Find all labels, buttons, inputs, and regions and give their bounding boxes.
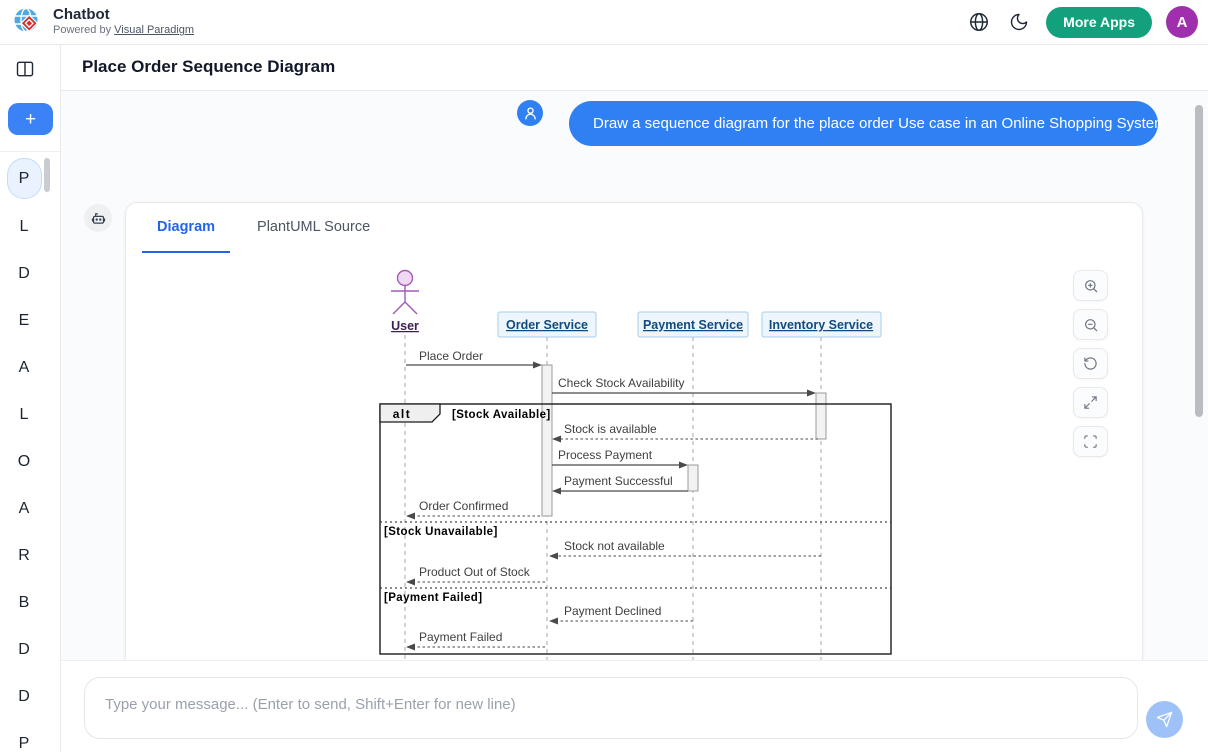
participant-label: Payment Service bbox=[643, 318, 743, 332]
brand: Chatbot Powered by Visual Paradigm bbox=[12, 6, 194, 37]
participant-label: Inventory Service bbox=[769, 318, 873, 332]
activation-inventory-service bbox=[815, 392, 827, 440]
message-label: Payment Successful bbox=[564, 474, 673, 488]
powered-by-prefix: Powered by bbox=[53, 24, 115, 37]
conversation-item[interactable]: D bbox=[18, 687, 30, 705]
diagram-card: Diagram PlantUML Source bbox=[125, 202, 1143, 660]
participant-box-payment-service bbox=[637, 311, 749, 338]
arrowhead bbox=[552, 487, 561, 495]
robot-icon bbox=[91, 212, 105, 224]
conversation-item[interactable]: L bbox=[19, 405, 29, 423]
new-chat-button[interactable]: + bbox=[8, 103, 53, 135]
conversation-item[interactable]: E bbox=[18, 311, 30, 329]
participant-label: Order Service bbox=[506, 318, 588, 332]
arrowhead bbox=[807, 389, 816, 397]
alt-guard-label: [Stock Unavailable] bbox=[384, 526, 498, 538]
message-label: Payment Declined bbox=[564, 604, 661, 618]
message-input-bar bbox=[60, 660, 1208, 752]
expand-icon[interactable] bbox=[1073, 387, 1108, 418]
zoom-out-icon[interactable] bbox=[1073, 309, 1108, 340]
chat-scrollbar[interactable] bbox=[1195, 105, 1203, 417]
message-label: Place Order bbox=[419, 349, 483, 363]
header-actions: More Apps A bbox=[966, 0, 1198, 44]
arrowhead bbox=[406, 643, 415, 651]
tab-plantuml-source[interactable]: PlantUML Source bbox=[257, 219, 371, 235]
message-label: Stock is available bbox=[564, 422, 657, 436]
arrowhead bbox=[549, 552, 558, 560]
person-icon bbox=[524, 106, 536, 119]
diagram-zoom-controls bbox=[1073, 270, 1108, 457]
tab-diagram[interactable]: Diagram bbox=[142, 203, 231, 253]
alt-fragment-box bbox=[379, 403, 892, 655]
top-header: Chatbot Powered by Visual Paradigm More … bbox=[0, 0, 1208, 45]
language-globe-icon[interactable] bbox=[966, 9, 992, 35]
alt-guard-label: [Payment Failed] bbox=[384, 592, 482, 604]
message-label: Product Out of Stock bbox=[419, 565, 531, 579]
more-apps-button[interactable]: More Apps bbox=[1046, 6, 1152, 38]
user-message-bubble: Draw a sequence diagram for the place or… bbox=[569, 101, 1167, 146]
participant-box-order-service bbox=[497, 311, 597, 338]
brand-text: Chatbot Powered by Visual Paradigm bbox=[53, 5, 194, 37]
alt-operator-pentagon bbox=[379, 403, 441, 423]
arrowhead bbox=[406, 512, 415, 520]
bot-avatar bbox=[84, 204, 112, 232]
activation-order-service bbox=[541, 364, 553, 517]
arrowhead bbox=[549, 617, 558, 625]
sidebar-scrollbar[interactable] bbox=[44, 158, 50, 192]
chat-area: Draw a sequence diagram for the place or… bbox=[60, 90, 1208, 660]
page-title: Place Order Sequence Diagram bbox=[82, 57, 336, 76]
send-button[interactable] bbox=[1146, 701, 1183, 738]
sidebar-divider bbox=[0, 151, 60, 152]
app-title: Chatbot bbox=[53, 5, 110, 23]
activation-payment-service bbox=[687, 464, 699, 492]
message-label: Stock not available bbox=[564, 539, 665, 553]
reset-view-icon[interactable] bbox=[1073, 348, 1108, 379]
visual-paradigm-link[interactable]: Visual Paradigm bbox=[114, 24, 195, 37]
conversation-item[interactable]: D bbox=[18, 264, 30, 282]
powered-by: Powered by Visual Paradigm bbox=[53, 24, 194, 36]
zoom-in-icon[interactable] bbox=[1073, 270, 1108, 301]
conversation-item[interactable]: D bbox=[18, 640, 30, 658]
message-input[interactable] bbox=[84, 677, 1138, 739]
participant-box-inventory-service bbox=[761, 311, 882, 338]
dark-mode-moon-icon[interactable] bbox=[1006, 9, 1032, 35]
user-message-avatar bbox=[517, 100, 543, 126]
visual-paradigm-logo-icon bbox=[12, 6, 43, 37]
conversation-item[interactable]: P bbox=[6, 158, 42, 199]
arrowhead bbox=[679, 461, 688, 469]
sidebar: + P L D E A L O A R B D D P bbox=[0, 44, 61, 752]
sequence-diagram: User Order Service Payment Service Inven… bbox=[379, 269, 892, 660]
user-account-avatar[interactable]: A bbox=[1166, 6, 1198, 38]
message-label: Process Payment bbox=[558, 448, 653, 462]
conversation-item[interactable]: B bbox=[18, 593, 30, 611]
alt-guard-label: [Stock Available] bbox=[452, 409, 551, 421]
send-icon bbox=[1156, 711, 1173, 728]
conversation-item[interactable]: P bbox=[18, 734, 30, 752]
arrowhead bbox=[533, 361, 542, 369]
sidebar-toggle-icon[interactable] bbox=[14, 58, 36, 80]
arrowhead bbox=[552, 435, 561, 443]
conversation-item[interactable]: R bbox=[18, 546, 30, 564]
actor-user bbox=[391, 269, 419, 315]
title-bar: Place Order Sequence Diagram bbox=[60, 44, 1208, 91]
conversation-item[interactable]: A bbox=[18, 358, 30, 376]
arrowhead bbox=[406, 578, 415, 586]
actor-label: User bbox=[391, 319, 419, 333]
tab-bar: Diagram PlantUML Source bbox=[126, 203, 1142, 254]
message-label: Payment Failed bbox=[419, 630, 502, 644]
message-label: Check Stock Availability bbox=[558, 376, 685, 390]
diagram-viewport: User Order Service Payment Service Inven… bbox=[126, 253, 1142, 660]
conversation-item[interactable]: A bbox=[18, 499, 30, 517]
conversation-item[interactable]: L bbox=[19, 217, 29, 235]
conversation-item[interactable]: O bbox=[17, 452, 31, 470]
message-label: Order Confirmed bbox=[419, 499, 508, 513]
alt-operator-label: alt bbox=[393, 407, 412, 421]
conversation-list: P L D E A L O A R B D D P bbox=[0, 158, 48, 752]
fullscreen-icon[interactable] bbox=[1073, 426, 1108, 457]
